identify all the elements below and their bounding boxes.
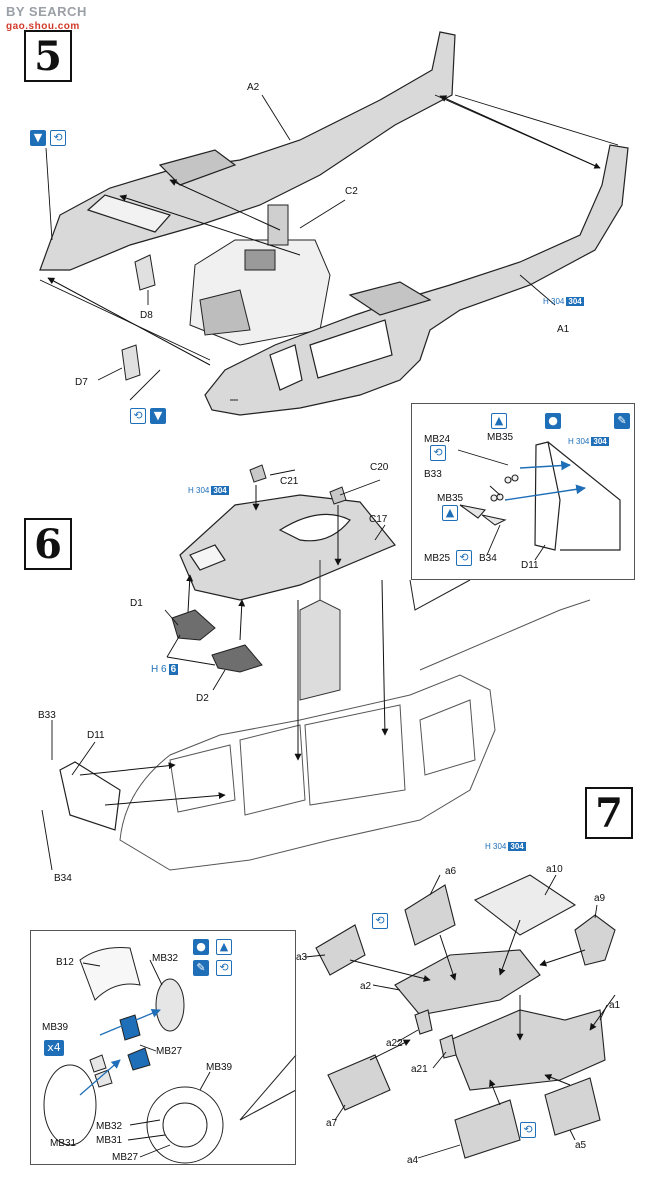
swap-icon: ⟲ — [430, 445, 446, 461]
step-5-number: 5 — [24, 30, 72, 82]
part-label: C17 — [369, 514, 388, 525]
part-a21 — [439, 1034, 457, 1059]
part-a1-fuselage-half — [204, 144, 629, 416]
part-a1 — [449, 1009, 606, 1091]
part-label: MB39 — [42, 1022, 69, 1033]
up-arrow-icon: ▲ — [491, 413, 507, 429]
inset-frame-engine — [30, 930, 296, 1165]
drop-icon: ● — [545, 413, 561, 429]
part-label: MB31 — [96, 1135, 123, 1146]
step-6-number: 6 — [24, 518, 72, 570]
part-label: B12 — [56, 957, 74, 968]
part-label: MB27 — [112, 1152, 139, 1163]
part-d1 — [171, 609, 216, 641]
part-a10 — [473, 874, 577, 936]
part-label: C2 — [345, 186, 358, 197]
part-label: MB25 — [424, 553, 451, 564]
part-a22 — [414, 1009, 433, 1035]
watermark: BY SEARCH gao.shou.com — [6, 4, 87, 32]
part-label: D1 — [130, 598, 143, 609]
part-d11-windscreen — [59, 441, 621, 831]
part-d2 — [211, 644, 263, 673]
part-label: B34 — [479, 553, 497, 564]
part-label: MB32 — [152, 953, 179, 964]
swap-icon: ⟲ — [130, 408, 146, 424]
step-7-number: 7 — [585, 787, 633, 839]
part-label: a9 — [594, 893, 606, 904]
part-a6 — [404, 884, 456, 946]
part-d7 — [121, 344, 141, 381]
part-label: D2 — [196, 693, 209, 704]
part-label: A1 — [557, 324, 570, 335]
inset-windscreen-parts — [459, 474, 519, 526]
part-label: MB27 — [156, 1046, 183, 1057]
part-label: a7 — [326, 1118, 338, 1129]
part-label: a21 — [411, 1064, 428, 1075]
swap-icon: ⟲ — [372, 913, 388, 929]
inset-engine-parts — [43, 947, 224, 1164]
watermark-url: gao.shou.com — [6, 21, 80, 32]
part-label: a5 — [575, 1140, 587, 1151]
part-a7 — [327, 1054, 391, 1111]
part-c17-roof — [179, 494, 396, 601]
part-label: MB31 — [50, 1138, 77, 1149]
part-label: C21 — [280, 476, 299, 487]
part-d8 — [134, 254, 156, 291]
part-label: D11 — [521, 560, 539, 571]
quantity-icon: x4 — [44, 1040, 64, 1056]
part-a2 — [394, 949, 541, 1016]
part-label: MB39 — [206, 1062, 233, 1073]
part-label: a1 — [609, 1000, 621, 1011]
part-a2-fuselage-half — [39, 31, 456, 271]
part-label: A2 — [247, 82, 260, 93]
part-a3 — [315, 924, 366, 976]
part-a4 — [454, 1099, 521, 1159]
part-label: MB24 — [424, 434, 451, 445]
inset-frame-windscreen — [411, 403, 635, 580]
part-c2-interior — [189, 204, 331, 346]
part-label: B33 — [424, 469, 442, 480]
up-arrow-icon: ▲ — [216, 939, 232, 955]
part-c20 — [329, 486, 347, 505]
part-label: a22 — [386, 1038, 403, 1049]
part-label: MB32 — [96, 1121, 123, 1132]
drop-icon: ● — [193, 939, 209, 955]
part-label: D8 — [140, 310, 153, 321]
part-label: a10 — [546, 864, 563, 875]
swap-icon: ⟲ — [50, 130, 66, 146]
glue-icon: ▼ — [30, 130, 46, 146]
swap-icon: ⟲ — [216, 960, 232, 976]
part-a9 — [574, 914, 616, 966]
part-label: MB35 — [487, 432, 514, 443]
part-label: B34 — [54, 873, 72, 884]
part-label: B33 — [38, 710, 56, 721]
swap-icon: ⟲ — [520, 1122, 536, 1138]
part-label: a3 — [296, 952, 308, 963]
glue-icon: ▼ — [150, 408, 166, 424]
part-label: C20 — [370, 462, 389, 473]
cabin-outline — [119, 560, 591, 871]
part-c21 — [249, 464, 267, 483]
part-a5 — [544, 1077, 601, 1136]
part-label: a2 — [360, 981, 372, 992]
part-label: D11 — [87, 730, 105, 741]
brush-icon: ✎ — [614, 413, 630, 429]
part-label: D7 — [75, 377, 88, 388]
part-label: a6 — [445, 866, 457, 877]
brush-icon: ✎ — [193, 960, 209, 976]
step7-parts — [315, 874, 616, 1159]
part-label: MB35 — [437, 493, 464, 504]
up-arrow-icon: ▲ — [442, 505, 458, 521]
part-label: a4 — [407, 1155, 419, 1166]
swap-icon: ⟲ — [456, 550, 472, 566]
